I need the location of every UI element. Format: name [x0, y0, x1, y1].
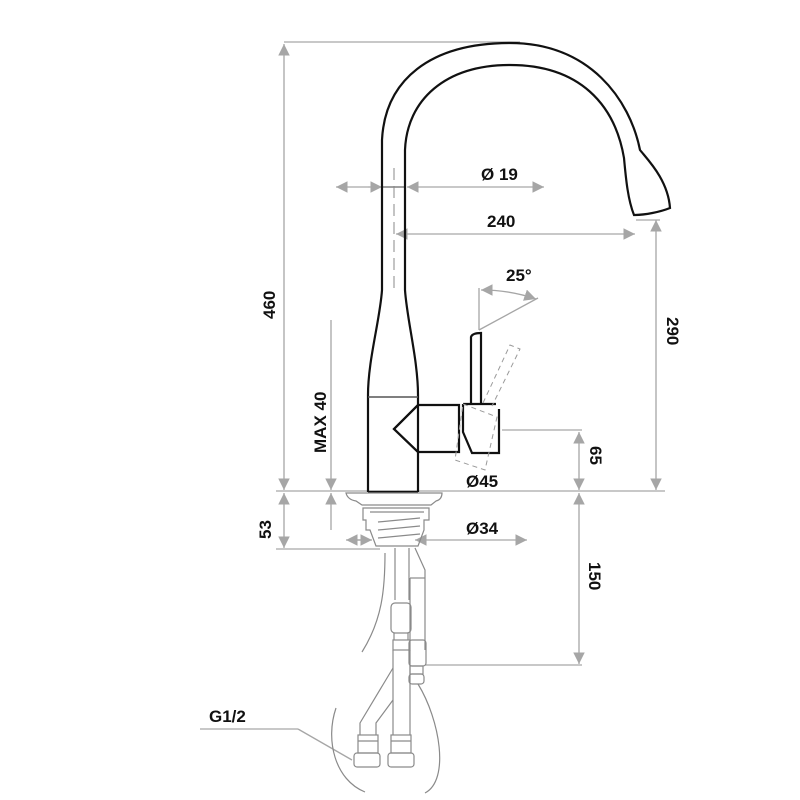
dim-max-deck-thickness: MAX 40	[311, 391, 330, 453]
dim-handle-height: 65	[586, 446, 605, 465]
dim-spout-diameter: Ø 19	[481, 165, 518, 184]
tilted-lever-ghost	[454, 344, 521, 471]
faucet-outline	[366, 41, 672, 494]
under-deck-parts	[331, 492, 443, 794]
dim-connection-thread: G1/2	[209, 707, 246, 726]
dim-body-diameter: Ø45	[466, 472, 499, 491]
dim-shank-diameter: Ø34	[466, 519, 499, 538]
dim-hose-length: 150	[585, 562, 604, 591]
dim-spout-reach: 240	[487, 212, 516, 231]
dim-base-height: 53	[256, 520, 275, 539]
dim-total-height: 460	[260, 290, 279, 319]
dimension-lines	[200, 41, 665, 761]
dim-lever-angle: 25°	[506, 266, 532, 285]
dim-spout-clearance: 290	[663, 317, 682, 346]
